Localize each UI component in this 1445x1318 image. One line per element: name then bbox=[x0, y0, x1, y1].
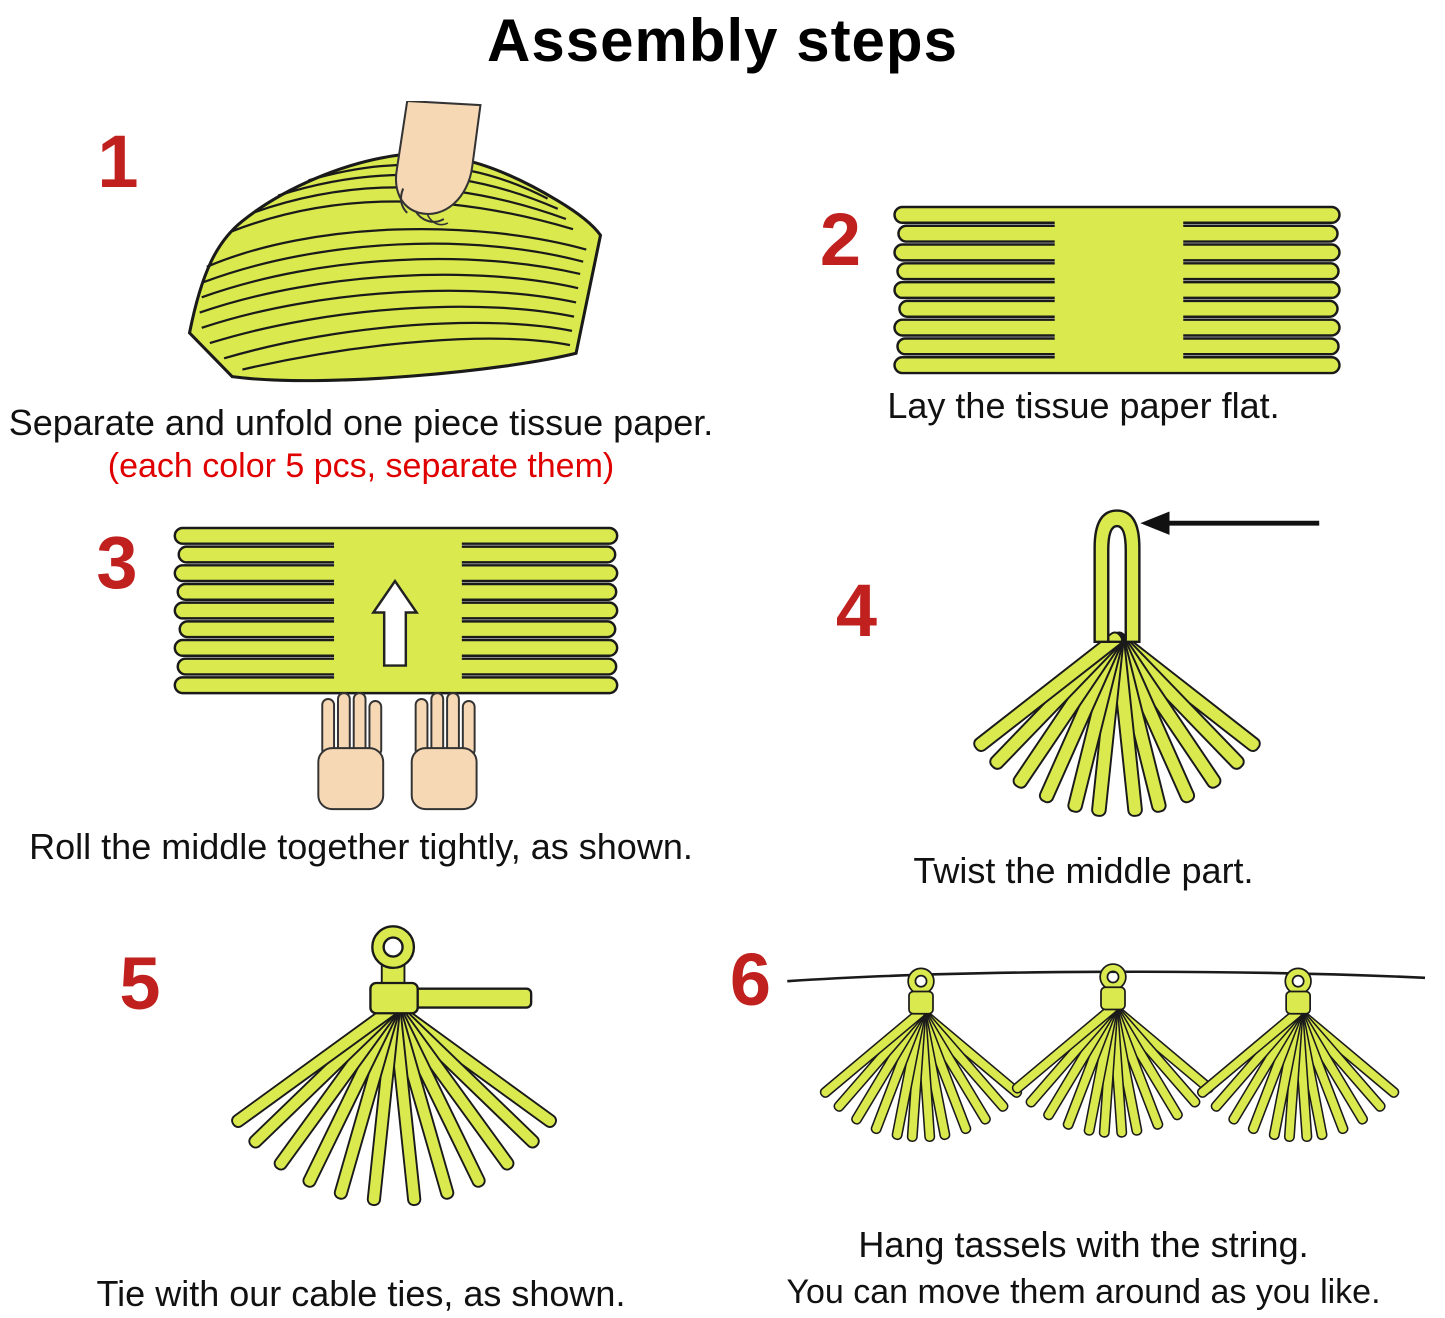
step-5-caption: Tie with our cable ties, as shown. bbox=[96, 1273, 626, 1314]
tassel-fringe-icon bbox=[230, 1001, 557, 1207]
step-3-number: 3 bbox=[96, 521, 138, 604]
tassel-fringe-icon bbox=[973, 631, 1261, 817]
left-arrow-icon bbox=[1140, 511, 1320, 535]
step-6-number: 6 bbox=[729, 938, 772, 1021]
step-4-caption: Twist the middle part. bbox=[913, 850, 1254, 891]
cable-tie-wrap-icon bbox=[368, 981, 419, 1015]
step-2-number: 2 bbox=[819, 198, 862, 281]
step-1-caption: Separate and unfold one piece tissue pap… bbox=[8, 402, 714, 443]
tassel-icon bbox=[1195, 967, 1402, 1143]
step-2: 2 Lay the tissue bbox=[722, 75, 1445, 486]
hand-icon bbox=[394, 101, 482, 226]
step-2-caption: Lay the tissue paper flat. bbox=[887, 385, 1280, 426]
page-title: Assembly steps bbox=[487, 7, 958, 74]
roll-middle-illustration bbox=[173, 526, 618, 811]
twist-middle-illustration bbox=[973, 509, 1320, 817]
step-3-caption: Roll the middle together tightly, as sho… bbox=[29, 826, 693, 867]
step-4-number: 4 bbox=[835, 569, 878, 652]
step-3: 3 bbox=[0, 486, 722, 893]
steps-grid: 1 bbox=[0, 75, 1445, 1316]
flat-tissue-illustration bbox=[893, 205, 1341, 375]
step-5: 5 bbox=[0, 893, 722, 1316]
step-6: 6 bbox=[722, 893, 1445, 1316]
twisted-loop-icon bbox=[1093, 509, 1141, 643]
right-hand-icon bbox=[410, 692, 478, 811]
step-1-note: (each color 5 pcs, separate them) bbox=[107, 447, 615, 485]
left-hand-icon bbox=[316, 692, 384, 811]
step-1: 1 bbox=[0, 75, 722, 486]
up-arrow-icon bbox=[370, 578, 419, 667]
step-4: 4 bbox=[722, 486, 1445, 893]
tassel-icon bbox=[1010, 963, 1217, 1139]
step-6-caption-2: You can move them around as you like. bbox=[786, 1273, 1381, 1311]
step-6-caption: Hang tassels with the string. bbox=[858, 1224, 1309, 1265]
step-5-number: 5 bbox=[119, 942, 161, 1025]
cable-tie-illustration bbox=[230, 925, 557, 1207]
step-1-number: 1 bbox=[97, 120, 139, 203]
hanging-loop-icon bbox=[370, 925, 415, 970]
tissue-fanned-stack-icon bbox=[187, 152, 602, 383]
tissue-flat-strips-icon bbox=[893, 205, 1341, 375]
tassel-icon bbox=[818, 967, 1025, 1143]
unfold-tissue-illustration bbox=[187, 101, 602, 383]
hanging-tassels-illustration bbox=[787, 963, 1426, 1143]
